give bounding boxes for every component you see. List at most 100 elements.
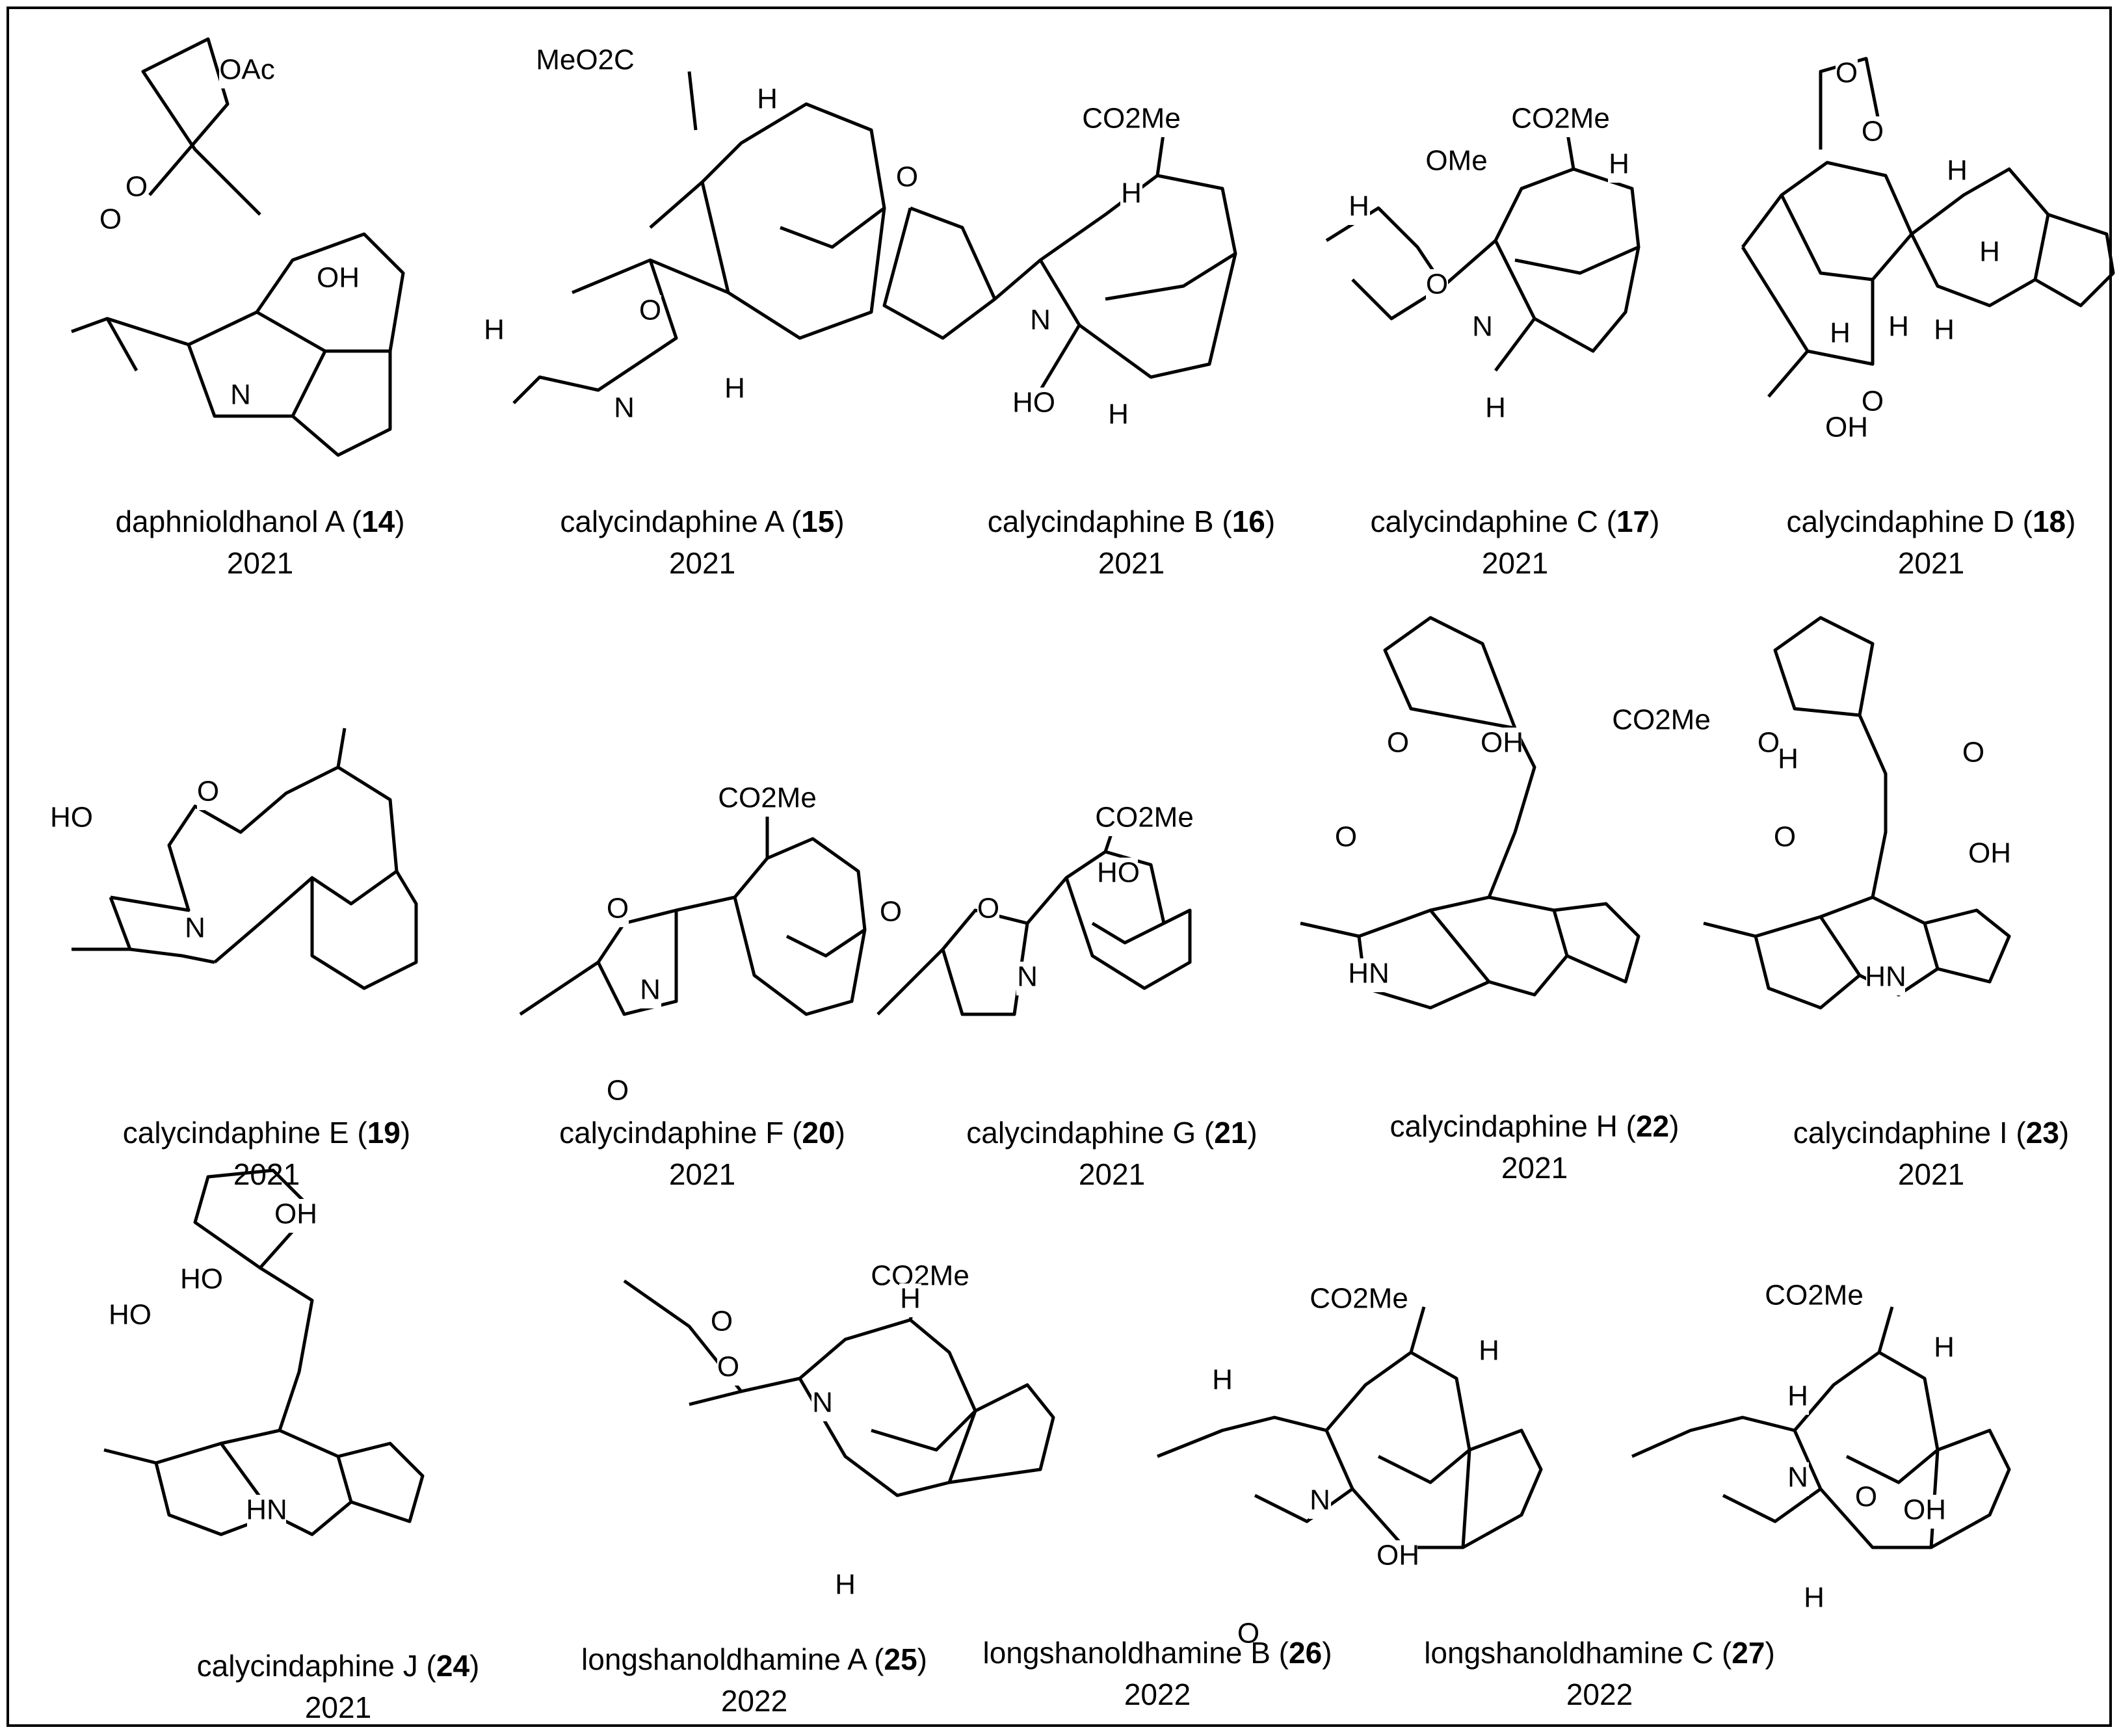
atom-label: HN (1348, 958, 1390, 990)
bond-path (336, 728, 347, 768)
compound-year: 2021 (668, 1157, 736, 1191)
compound-name: calycindaphine I (23) (1793, 1116, 2070, 1150)
caption-20: calycindaphine F (20)2021 (475, 1112, 930, 1195)
bond-path (1038, 324, 1081, 391)
atom-label: OH (1481, 727, 1523, 759)
bond-path (193, 1168, 314, 1431)
atom-label: H (1979, 236, 2000, 268)
atom-label: H (1787, 1380, 1808, 1412)
compound-name: calycindaphine B (16) (987, 505, 1276, 538)
bond-path (733, 897, 867, 1016)
atom-label: HN (246, 1494, 287, 1526)
atom-label: CO2Me (1612, 704, 1711, 736)
atom-label-backing (834, 1570, 856, 1603)
atom-label: O (977, 893, 999, 925)
atom-label: H (1108, 399, 1129, 430)
atom-label: O (717, 1351, 739, 1383)
atom-label: N (640, 974, 661, 1006)
atom-label: H (484, 314, 505, 346)
bond-path (1064, 877, 1192, 990)
atom-label: N (230, 379, 251, 411)
compound-number: 23 (2025, 1116, 2059, 1150)
atom-label-backing (756, 84, 778, 118)
atom-label-backing (197, 776, 219, 810)
atom-label-backing (111, 1300, 150, 1334)
compound-number: 20 (802, 1116, 836, 1150)
atom-label-backing (1016, 962, 1038, 995)
atom-label: H (1934, 314, 1955, 346)
bond-path (876, 948, 944, 1016)
bond-path (110, 765, 399, 964)
atom-label: CO2Me (1082, 103, 1181, 135)
atom-label: CO2Me (1310, 1283, 1408, 1315)
atom-label-backing (1100, 802, 1189, 836)
bond-path (1793, 1350, 1940, 1484)
atom-label-backing (1087, 103, 1176, 137)
atom-label-backing (1516, 103, 1605, 137)
atom-label-backing (1484, 393, 1507, 427)
atom-label: H (1830, 317, 1851, 349)
atom-label-backing (811, 1387, 834, 1421)
compound-name-text: daphnioldhanol A (115, 505, 343, 538)
atom-label-backing (1787, 1462, 1809, 1496)
atom-label-backing (1769, 1280, 1859, 1314)
atom-label-backing (219, 55, 275, 88)
caption-24: calycindaphine J (24)2021 (111, 1645, 566, 1728)
atom-label: O (639, 295, 661, 326)
atom-label: CO2Me (1511, 103, 1610, 135)
bond-path (1409, 1306, 1426, 1353)
atom-label-backing (639, 975, 661, 1008)
atom-label-backing (880, 897, 902, 930)
atom-label: H (1121, 178, 1142, 209)
caption-19: calycindaphine E (19)2021 (39, 1112, 494, 1195)
bond-path (700, 181, 886, 340)
compound-year: 2021 (1098, 546, 1165, 580)
atom-label: O (1855, 1481, 1877, 1513)
atom-label: O (1962, 737, 1984, 769)
atom-label: H (1212, 1364, 1233, 1396)
bond-path (1930, 1428, 2011, 1549)
caption-22: calycindaphine H (22)2021 (1307, 1105, 1762, 1189)
compound-number: 16 (1232, 505, 1265, 538)
bond-path (650, 258, 729, 295)
compound-name-text: calycindaphine I (1793, 1116, 2008, 1150)
atom-label-backing (722, 783, 812, 817)
atom-label: O (1758, 727, 1780, 759)
atom-label: O (197, 776, 219, 808)
atom-label-backing (1309, 1485, 1331, 1519)
compound-year: 2021 (1897, 546, 1965, 580)
atom-label-backing (1482, 728, 1522, 761)
bond-path (1877, 1306, 1894, 1353)
bond-path (798, 1377, 977, 1497)
caption-17: calycindaphine C (17)2021 (1287, 501, 1743, 584)
atom-label-backing (247, 1495, 286, 1529)
compound-name: calycindaphine A (15) (560, 505, 845, 538)
atom-label-backing (1120, 178, 1142, 212)
atom-label: CO2Me (1765, 1280, 1864, 1311)
atom-label: O (99, 204, 122, 235)
atom-label: O (1387, 727, 1409, 759)
atom-label-backing (1787, 1381, 1809, 1415)
compound-name-text: longshanoldhamine B (982, 1636, 1271, 1670)
compound-number: 18 (2032, 505, 2066, 538)
atom-label: OMe (1425, 145, 1487, 177)
compound-name-text: calycindaphine J (196, 1649, 418, 1683)
caption-23: calycindaphine I (23)2021 (1704, 1112, 2121, 1195)
atom-label: OH (1968, 837, 2011, 869)
compound-number: 27 (1732, 1636, 1765, 1670)
atom-label-backing (1866, 962, 1905, 995)
atom-label: N (1017, 961, 1038, 993)
bond-path (882, 206, 997, 340)
compound-name-text: longshanoldhamine A (581, 1642, 866, 1676)
bond-path (1741, 161, 1914, 282)
bond-path (2034, 213, 2115, 308)
atom-label: HO (180, 1263, 223, 1295)
atom-label: O (711, 1306, 733, 1337)
atom-label: H (1609, 148, 1629, 180)
atom-label-backing (1970, 838, 2009, 872)
bond-path (1755, 895, 1940, 997)
bond-path (1358, 895, 1569, 997)
bond-path (1383, 616, 1536, 898)
atom-label-backing (276, 1199, 315, 1233)
